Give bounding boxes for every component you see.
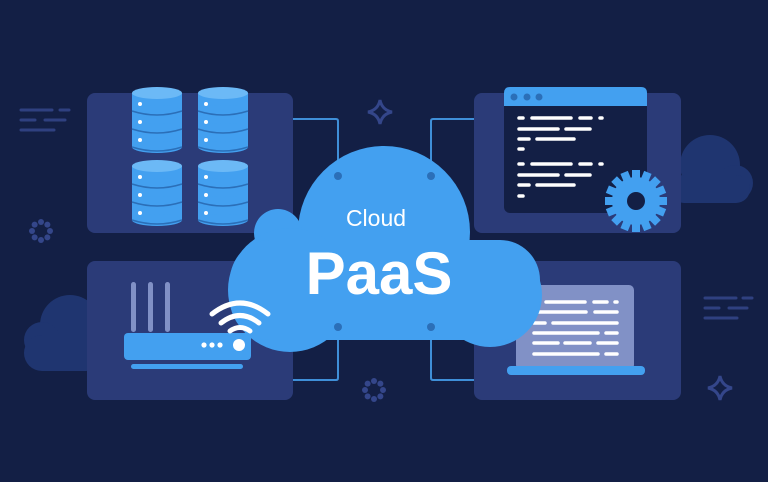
panel-databases	[87, 93, 293, 233]
decor-lines-left	[19, 108, 71, 132]
wifi-icon	[209, 300, 271, 334]
database-icon	[197, 87, 249, 153]
dot-ring-icon	[362, 378, 386, 402]
database-icon	[197, 160, 249, 226]
database-icon	[131, 87, 183, 153]
title-paas: PaaS	[306, 240, 453, 307]
laptop-icon	[507, 285, 645, 375]
cloud-icon	[24, 295, 104, 371]
title-cloud: Cloud	[346, 205, 406, 231]
main-cloud	[228, 146, 542, 352]
database-group	[131, 87, 249, 226]
gear-icon	[605, 170, 667, 232]
decor-lines-right	[703, 296, 754, 320]
sparkle-icon	[707, 375, 733, 401]
connector-lines	[293, 118, 474, 381]
router-icon	[124, 282, 251, 369]
dot-ring-icon	[29, 219, 53, 243]
cloud-icon	[670, 135, 753, 203]
terminal-window-icon	[504, 87, 647, 213]
sparkle-icon	[367, 99, 393, 125]
connector-dots	[334, 172, 435, 331]
database-icon	[131, 160, 183, 226]
